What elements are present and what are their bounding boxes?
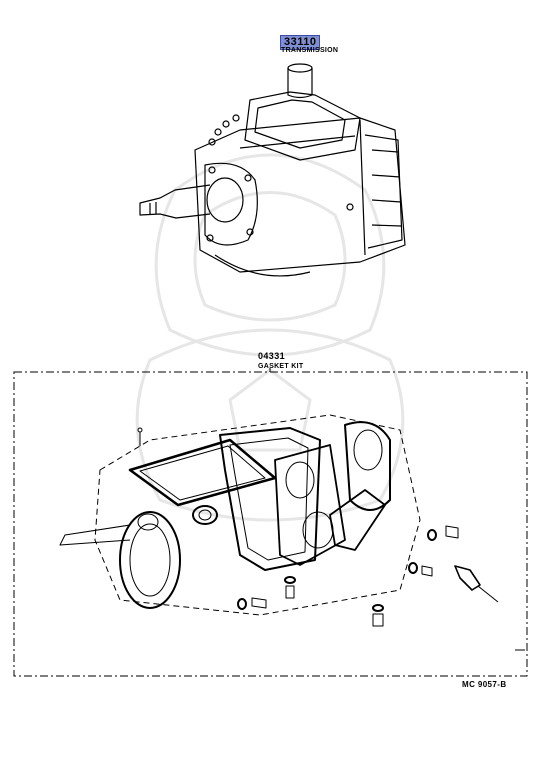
part-name-gasket-kit: GASKET KIT [258,363,304,370]
transmission-drawing [139,63,406,277]
part-number-transmission[interactable]: 33110 [280,35,321,50]
figure-code: MC 9057-B [462,680,507,689]
watermark-emblem [135,153,405,522]
part-number-gasket-kit[interactable]: 04331 [258,351,286,361]
gasket-exploded-drawing [59,414,525,651]
part-name-transmission: TRANSMISSION [281,47,339,54]
gasket-kit-frame [13,371,528,677]
